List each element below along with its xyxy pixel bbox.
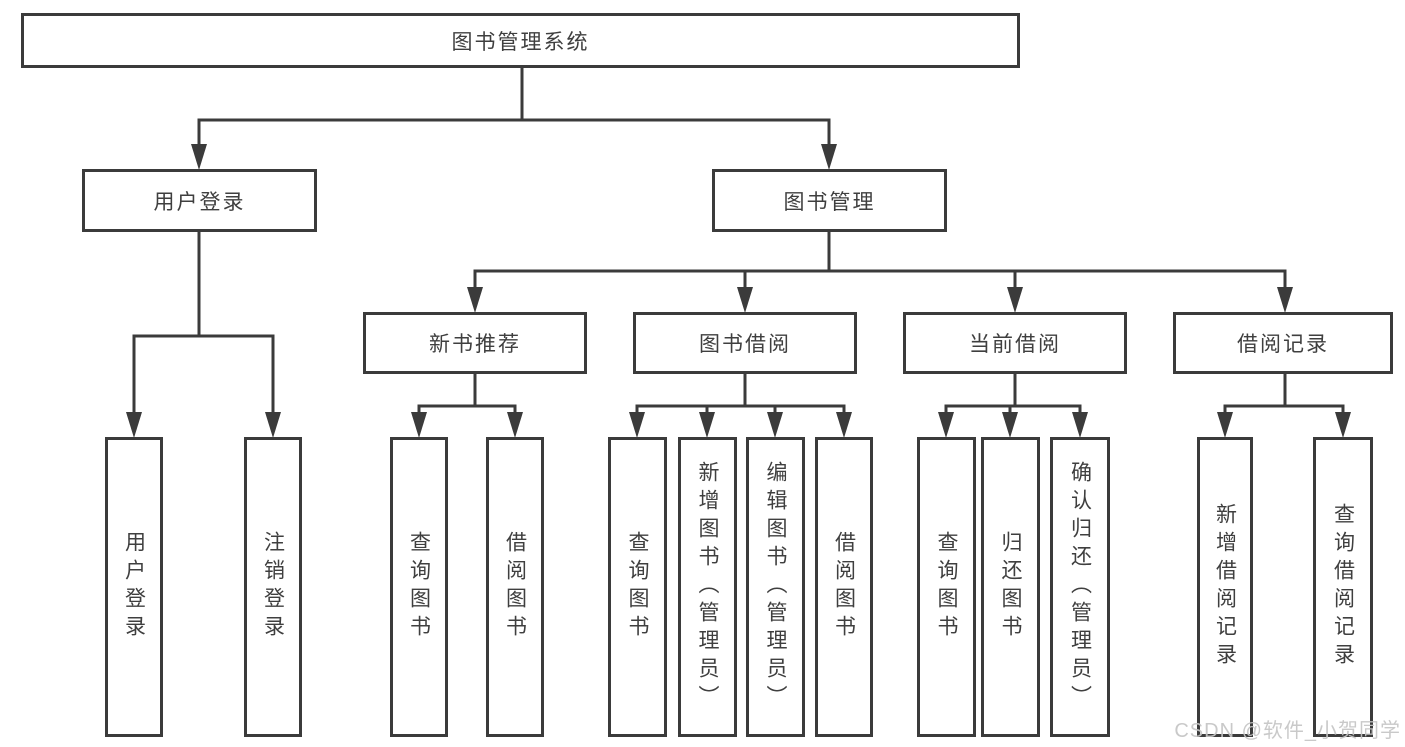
leaf-query-books-3: 查询图书	[917, 437, 976, 737]
leaf-query-books-2-label: 查询图书	[626, 531, 649, 643]
leaf-borrow-books-2-label: 借阅图书	[832, 531, 856, 643]
node-new-book-recommend-label: 新书推荐	[429, 333, 521, 356]
leaf-borrow-books-1-label: 借阅图书	[503, 531, 527, 643]
node-root-label: 图书管理系统	[451, 30, 590, 54]
leaf-user-login: 用户登录	[105, 437, 163, 737]
node-new-book-recommend: 新书推荐	[363, 312, 587, 374]
leaf-logout-label: 注销登录	[261, 531, 285, 643]
leaf-edit-book-admin: 编辑图书（管理员）	[746, 437, 805, 737]
node-book-borrow: 图书借阅	[633, 312, 857, 374]
node-current-borrow-label: 当前借阅	[969, 333, 1061, 356]
leaf-query-books-1: 查询图书	[390, 437, 448, 737]
leaf-edit-book-admin-label: 编辑图书（管理员）	[764, 461, 787, 713]
node-root: 图书管理系统	[21, 13, 1020, 68]
node-book-borrow-label: 图书借阅	[699, 333, 791, 356]
leaf-query-borrow-record-label: 查询借阅记录	[1331, 503, 1355, 671]
node-book-management: 图书管理	[712, 169, 947, 232]
leaf-add-book-admin-label: 新增图书（管理员）	[696, 461, 719, 713]
node-user-login-label: 用户登录	[153, 190, 246, 214]
leaf-add-book-admin: 新增图书（管理员）	[678, 437, 737, 737]
node-user-login: 用户登录	[82, 169, 317, 232]
node-borrow-records-label: 借阅记录	[1237, 333, 1329, 356]
node-book-management-label: 图书管理	[783, 190, 876, 214]
leaf-query-books-1-label: 查询图书	[407, 531, 431, 643]
leaf-confirm-return-admin: 确认归还（管理员）	[1050, 437, 1110, 737]
leaf-return-books-label: 归还图书	[999, 531, 1022, 643]
leaf-user-login-label: 用户登录	[122, 531, 146, 643]
node-borrow-records: 借阅记录	[1173, 312, 1393, 374]
leaf-query-books-2: 查询图书	[608, 437, 667, 737]
leaf-logout: 注销登录	[244, 437, 302, 737]
leaf-add-borrow-record-label: 新增借阅记录	[1213, 503, 1237, 671]
watermark: CSDN @软件_小贺同学	[1174, 720, 1401, 742]
leaf-add-borrow-record: 新增借阅记录	[1197, 437, 1253, 737]
leaf-confirm-return-admin-label: 确认归还（管理员）	[1068, 461, 1092, 713]
leaf-return-books: 归还图书	[981, 437, 1040, 737]
arrowheads	[126, 144, 1351, 438]
leaf-query-borrow-record: 查询借阅记录	[1313, 437, 1373, 737]
node-current-borrow: 当前借阅	[903, 312, 1127, 374]
leaf-borrow-books-1: 借阅图书	[486, 437, 544, 737]
leaf-borrow-books-2: 借阅图书	[815, 437, 873, 737]
leaf-query-books-3-label: 查询图书	[935, 531, 958, 643]
